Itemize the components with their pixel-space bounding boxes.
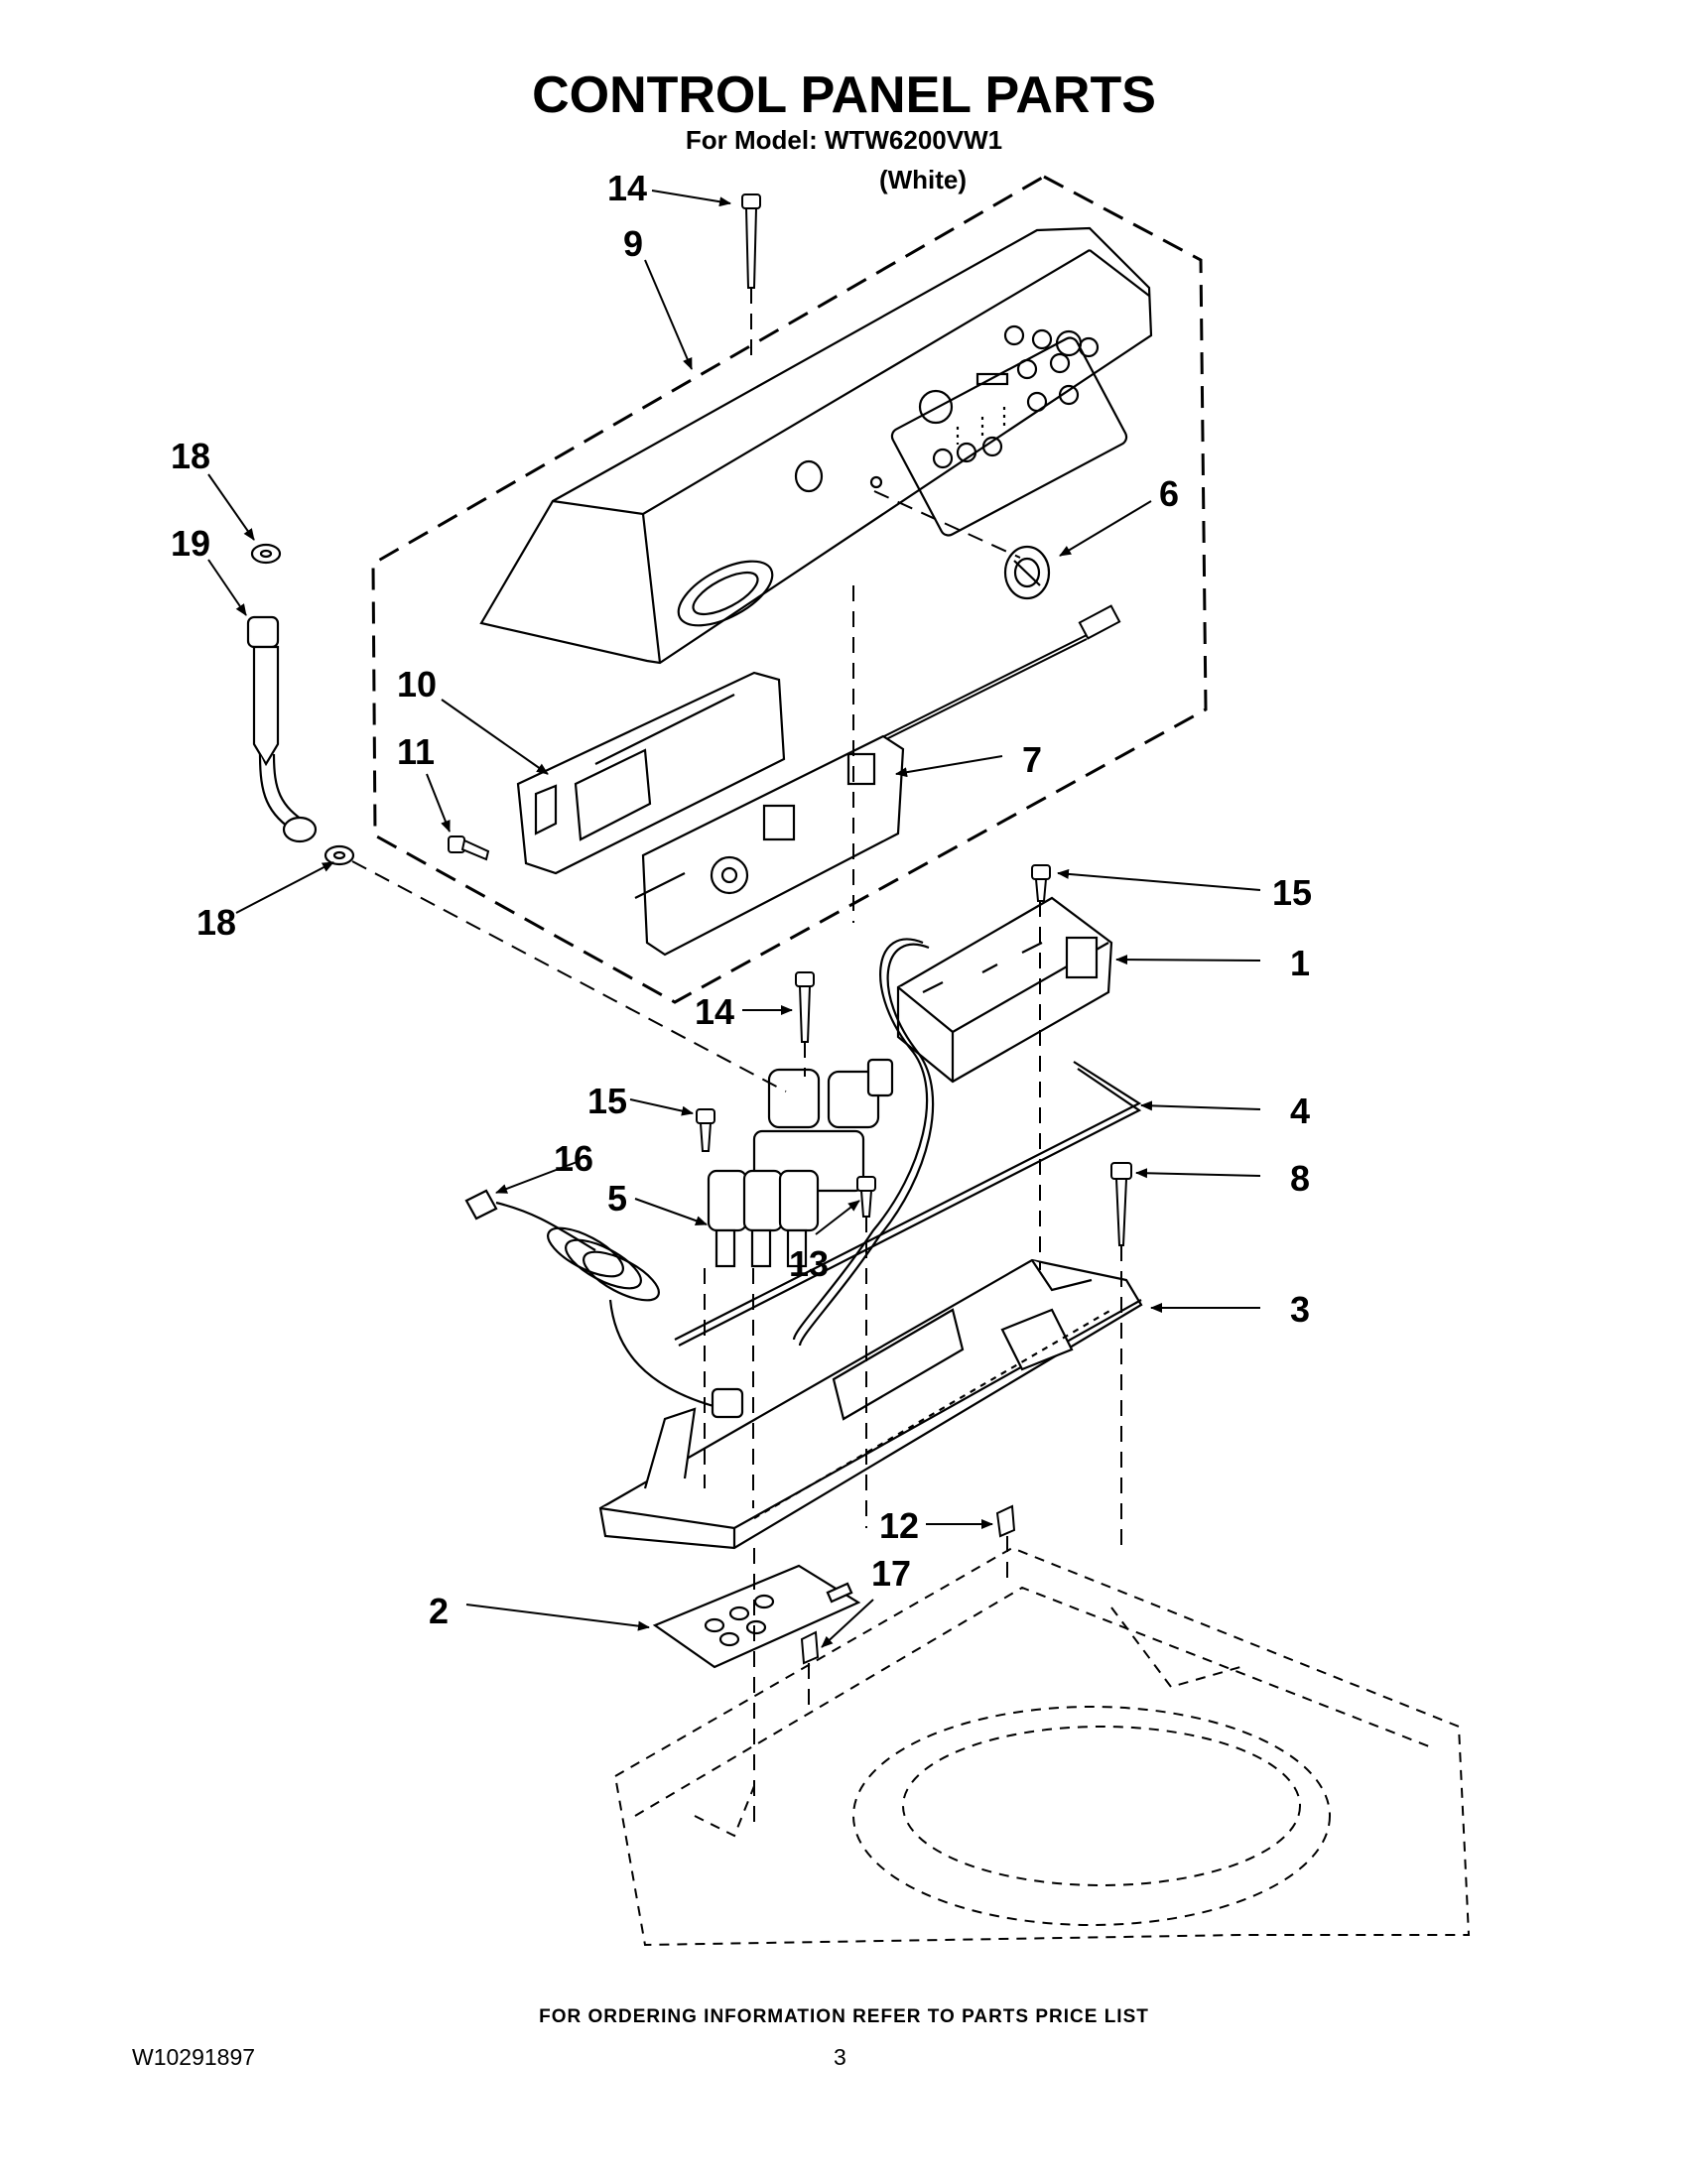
color-variant: (White) bbox=[878, 165, 968, 194]
power-cord-part bbox=[464, 1189, 744, 1419]
screws bbox=[696, 193, 1132, 1246]
callout-9: 9 bbox=[623, 223, 643, 264]
screw-part-11 bbox=[448, 835, 490, 861]
callout-10: 10 bbox=[397, 664, 437, 705]
page-title: CONTROL PANEL PARTS bbox=[532, 66, 1156, 124]
callout-14-top: 14 bbox=[607, 168, 647, 208]
callout-15-left: 15 bbox=[587, 1081, 627, 1121]
valve-harness bbox=[792, 938, 935, 1347]
callout-4: 4 bbox=[1290, 1091, 1310, 1131]
callout-18-top: 18 bbox=[171, 436, 210, 476]
control-board-part bbox=[634, 734, 905, 957]
water-valve-part bbox=[707, 1058, 894, 1268]
callout-11: 11 bbox=[397, 731, 435, 772]
alignment-lines bbox=[351, 288, 1122, 1826]
callout-5: 5 bbox=[607, 1178, 627, 1219]
callout-13: 13 bbox=[789, 1243, 829, 1284]
callout-15-right: 15 bbox=[1272, 872, 1312, 913]
callout-19: 19 bbox=[171, 523, 210, 564]
callout-2: 2 bbox=[429, 1591, 449, 1631]
mounting-plate-part bbox=[652, 1564, 861, 1669]
clips bbox=[800, 1504, 1016, 1665]
console-part bbox=[479, 226, 1153, 665]
document-number: W10291897 bbox=[132, 2044, 256, 2070]
callout-6: 6 bbox=[1159, 473, 1179, 514]
callout-14-middle: 14 bbox=[695, 991, 734, 1032]
callout-18-bottom: 18 bbox=[196, 902, 236, 943]
callout-1: 1 bbox=[1290, 943, 1310, 983]
callout-7: 7 bbox=[1022, 739, 1042, 780]
callout-16: 16 bbox=[554, 1138, 593, 1179]
page-number: 3 bbox=[834, 2044, 846, 2070]
tube-part bbox=[674, 1061, 1142, 1347]
callout-3: 3 bbox=[1290, 1289, 1310, 1330]
control-base-part bbox=[598, 1258, 1143, 1550]
board-harness bbox=[847, 604, 1121, 759]
top-cabinet-outline bbox=[613, 1546, 1471, 1947]
subassembly-boundary bbox=[371, 175, 1208, 1004]
ordering-note: FOR ORDERING INFORMATION REFER TO PARTS … bbox=[539, 2006, 1149, 2027]
main-control-part bbox=[896, 896, 1113, 1084]
callout-8: 8 bbox=[1290, 1158, 1310, 1199]
bezel-part bbox=[516, 671, 786, 875]
knob-part bbox=[1003, 545, 1051, 600]
model-line: For Model: WTW6200VW1 bbox=[685, 125, 1003, 155]
leader-arrows bbox=[207, 190, 1261, 1648]
hose-fitting-part bbox=[246, 543, 355, 866]
callout-12: 12 bbox=[879, 1505, 919, 1546]
callout-17: 17 bbox=[871, 1553, 911, 1594]
